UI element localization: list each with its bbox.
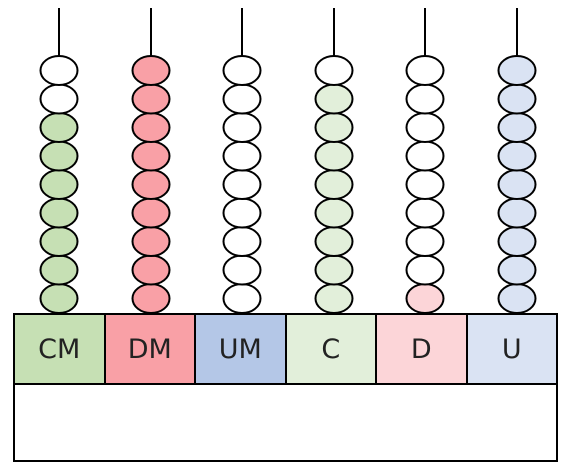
bead-u-7 bbox=[497, 112, 537, 143]
bead-dm-9 bbox=[131, 55, 171, 86]
bead-u-4 bbox=[497, 197, 537, 229]
bead-um-1 bbox=[222, 283, 262, 314]
bead-cm-7 bbox=[39, 112, 79, 143]
bead-c-1 bbox=[314, 283, 354, 314]
bead-cm-8 bbox=[39, 83, 79, 115]
label-d: D bbox=[375, 313, 468, 385]
bead-c-5 bbox=[314, 169, 354, 200]
bead-d-4 bbox=[405, 197, 445, 229]
bead-cm-1 bbox=[39, 283, 79, 314]
bead-u-5 bbox=[497, 169, 537, 200]
place-value-labels: CM DM UM C D U bbox=[13, 313, 558, 385]
bead-cm-2 bbox=[39, 254, 79, 286]
bead-um-4 bbox=[222, 197, 262, 229]
bead-d-3 bbox=[405, 226, 445, 257]
bead-dm-4 bbox=[131, 197, 171, 229]
bead-c-7 bbox=[314, 112, 354, 143]
bead-c-6 bbox=[314, 140, 354, 172]
bead-dm-1 bbox=[131, 283, 171, 314]
bead-cm-4 bbox=[39, 197, 79, 229]
bead-um-7 bbox=[222, 112, 262, 143]
bead-c-2 bbox=[314, 254, 354, 286]
label-c: C bbox=[284, 313, 377, 385]
bead-c-3 bbox=[314, 226, 354, 257]
bead-um-6 bbox=[222, 140, 262, 172]
label-cm: CM bbox=[13, 313, 106, 385]
bead-um-9 bbox=[222, 55, 262, 86]
bead-d-9 bbox=[405, 55, 445, 86]
bead-u-1 bbox=[497, 283, 537, 314]
bead-c-4 bbox=[314, 197, 354, 229]
bead-cm-9 bbox=[39, 55, 79, 86]
label-um: UM bbox=[194, 313, 287, 385]
bead-u-8 bbox=[497, 83, 537, 115]
bead-dm-8 bbox=[131, 83, 171, 115]
answer-box[interactable] bbox=[13, 383, 558, 462]
bead-d-1 bbox=[405, 283, 445, 314]
bead-d-8 bbox=[405, 83, 445, 115]
bead-um-2 bbox=[222, 254, 262, 286]
bead-d-2 bbox=[405, 254, 445, 286]
bead-d-6 bbox=[405, 140, 445, 172]
bead-u-9 bbox=[497, 55, 537, 86]
bead-um-5 bbox=[222, 169, 262, 200]
bead-dm-2 bbox=[131, 254, 171, 286]
bead-um-8 bbox=[222, 83, 262, 115]
label-dm: DM bbox=[103, 313, 196, 385]
bead-d-5 bbox=[405, 169, 445, 200]
bead-um-3 bbox=[222, 226, 262, 257]
bead-dm-6 bbox=[131, 140, 171, 172]
bead-u-3 bbox=[497, 226, 537, 257]
label-u: U bbox=[465, 313, 558, 385]
bead-dm-3 bbox=[131, 226, 171, 257]
bead-u-6 bbox=[497, 140, 537, 172]
bead-c-8 bbox=[314, 83, 354, 115]
bead-d-7 bbox=[405, 112, 445, 143]
bead-dm-5 bbox=[131, 169, 171, 200]
bead-c-9 bbox=[314, 55, 354, 86]
bead-cm-6 bbox=[39, 140, 79, 172]
bead-cm-5 bbox=[39, 169, 79, 200]
bead-u-2 bbox=[497, 254, 537, 286]
bead-cm-3 bbox=[39, 226, 79, 257]
bead-dm-7 bbox=[131, 112, 171, 143]
